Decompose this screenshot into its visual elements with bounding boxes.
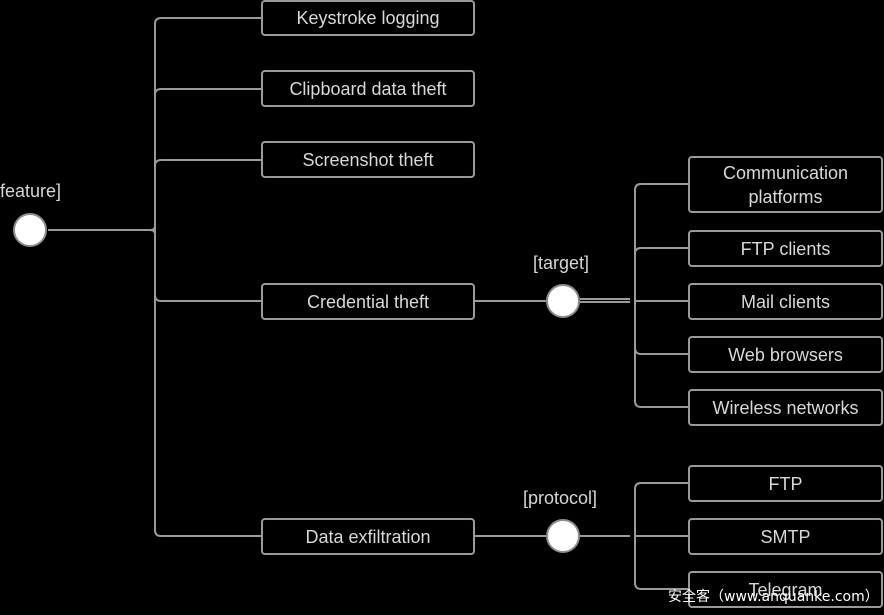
branch-clipboard	[154, 88, 261, 96]
target-to-trunk	[580, 298, 630, 303]
branch-communication	[634, 183, 688, 191]
protocol-ftp[interactable]: FTP	[688, 465, 883, 502]
root-label: feature]	[0, 181, 62, 201]
branch-screenshot	[154, 159, 261, 167]
branch-ftp	[634, 482, 688, 490]
protocol-telegram[interactable]: Telegram	[688, 571, 883, 608]
root-node[interactable]	[13, 213, 47, 247]
watermark: 安全客（www.anquanke.com）	[668, 589, 879, 605]
target-web-browsers[interactable]: Web browsers	[688, 336, 883, 373]
trunk-main	[154, 24, 261, 537]
protocol-label: [protocol]	[523, 488, 598, 508]
target-wireless-networks[interactable]: Wireless networks	[688, 389, 883, 426]
feature-data-exfiltration[interactable]: Data exfiltration	[261, 518, 475, 555]
target-communication-platforms[interactable]: Communication platforms	[688, 156, 883, 213]
target-ftp-clients[interactable]: FTP clients	[688, 230, 883, 267]
branch-ftp-clients	[634, 247, 688, 255]
trunk-target	[634, 190, 688, 408]
target-label: [target]	[533, 253, 590, 273]
branch-keystroke	[154, 17, 261, 25]
branch-credential	[154, 294, 261, 302]
target-node[interactable]	[546, 284, 580, 318]
protocol-smtp[interactable]: SMTP	[688, 518, 883, 555]
feature-screenshot-theft[interactable]: Screenshot theft	[261, 141, 475, 178]
feature-keystroke-logging[interactable]: Keystroke logging	[261, 0, 475, 36]
trunk-protocol	[634, 489, 688, 590]
feature-credential-theft[interactable]: Credential theft	[261, 283, 475, 320]
feature-clipboard-data-theft[interactable]: Clipboard data theft	[261, 70, 475, 107]
protocol-node[interactable]	[546, 519, 580, 553]
branch-web-browsers	[634, 347, 688, 355]
target-mail-clients[interactable]: Mail clients	[688, 283, 883, 320]
